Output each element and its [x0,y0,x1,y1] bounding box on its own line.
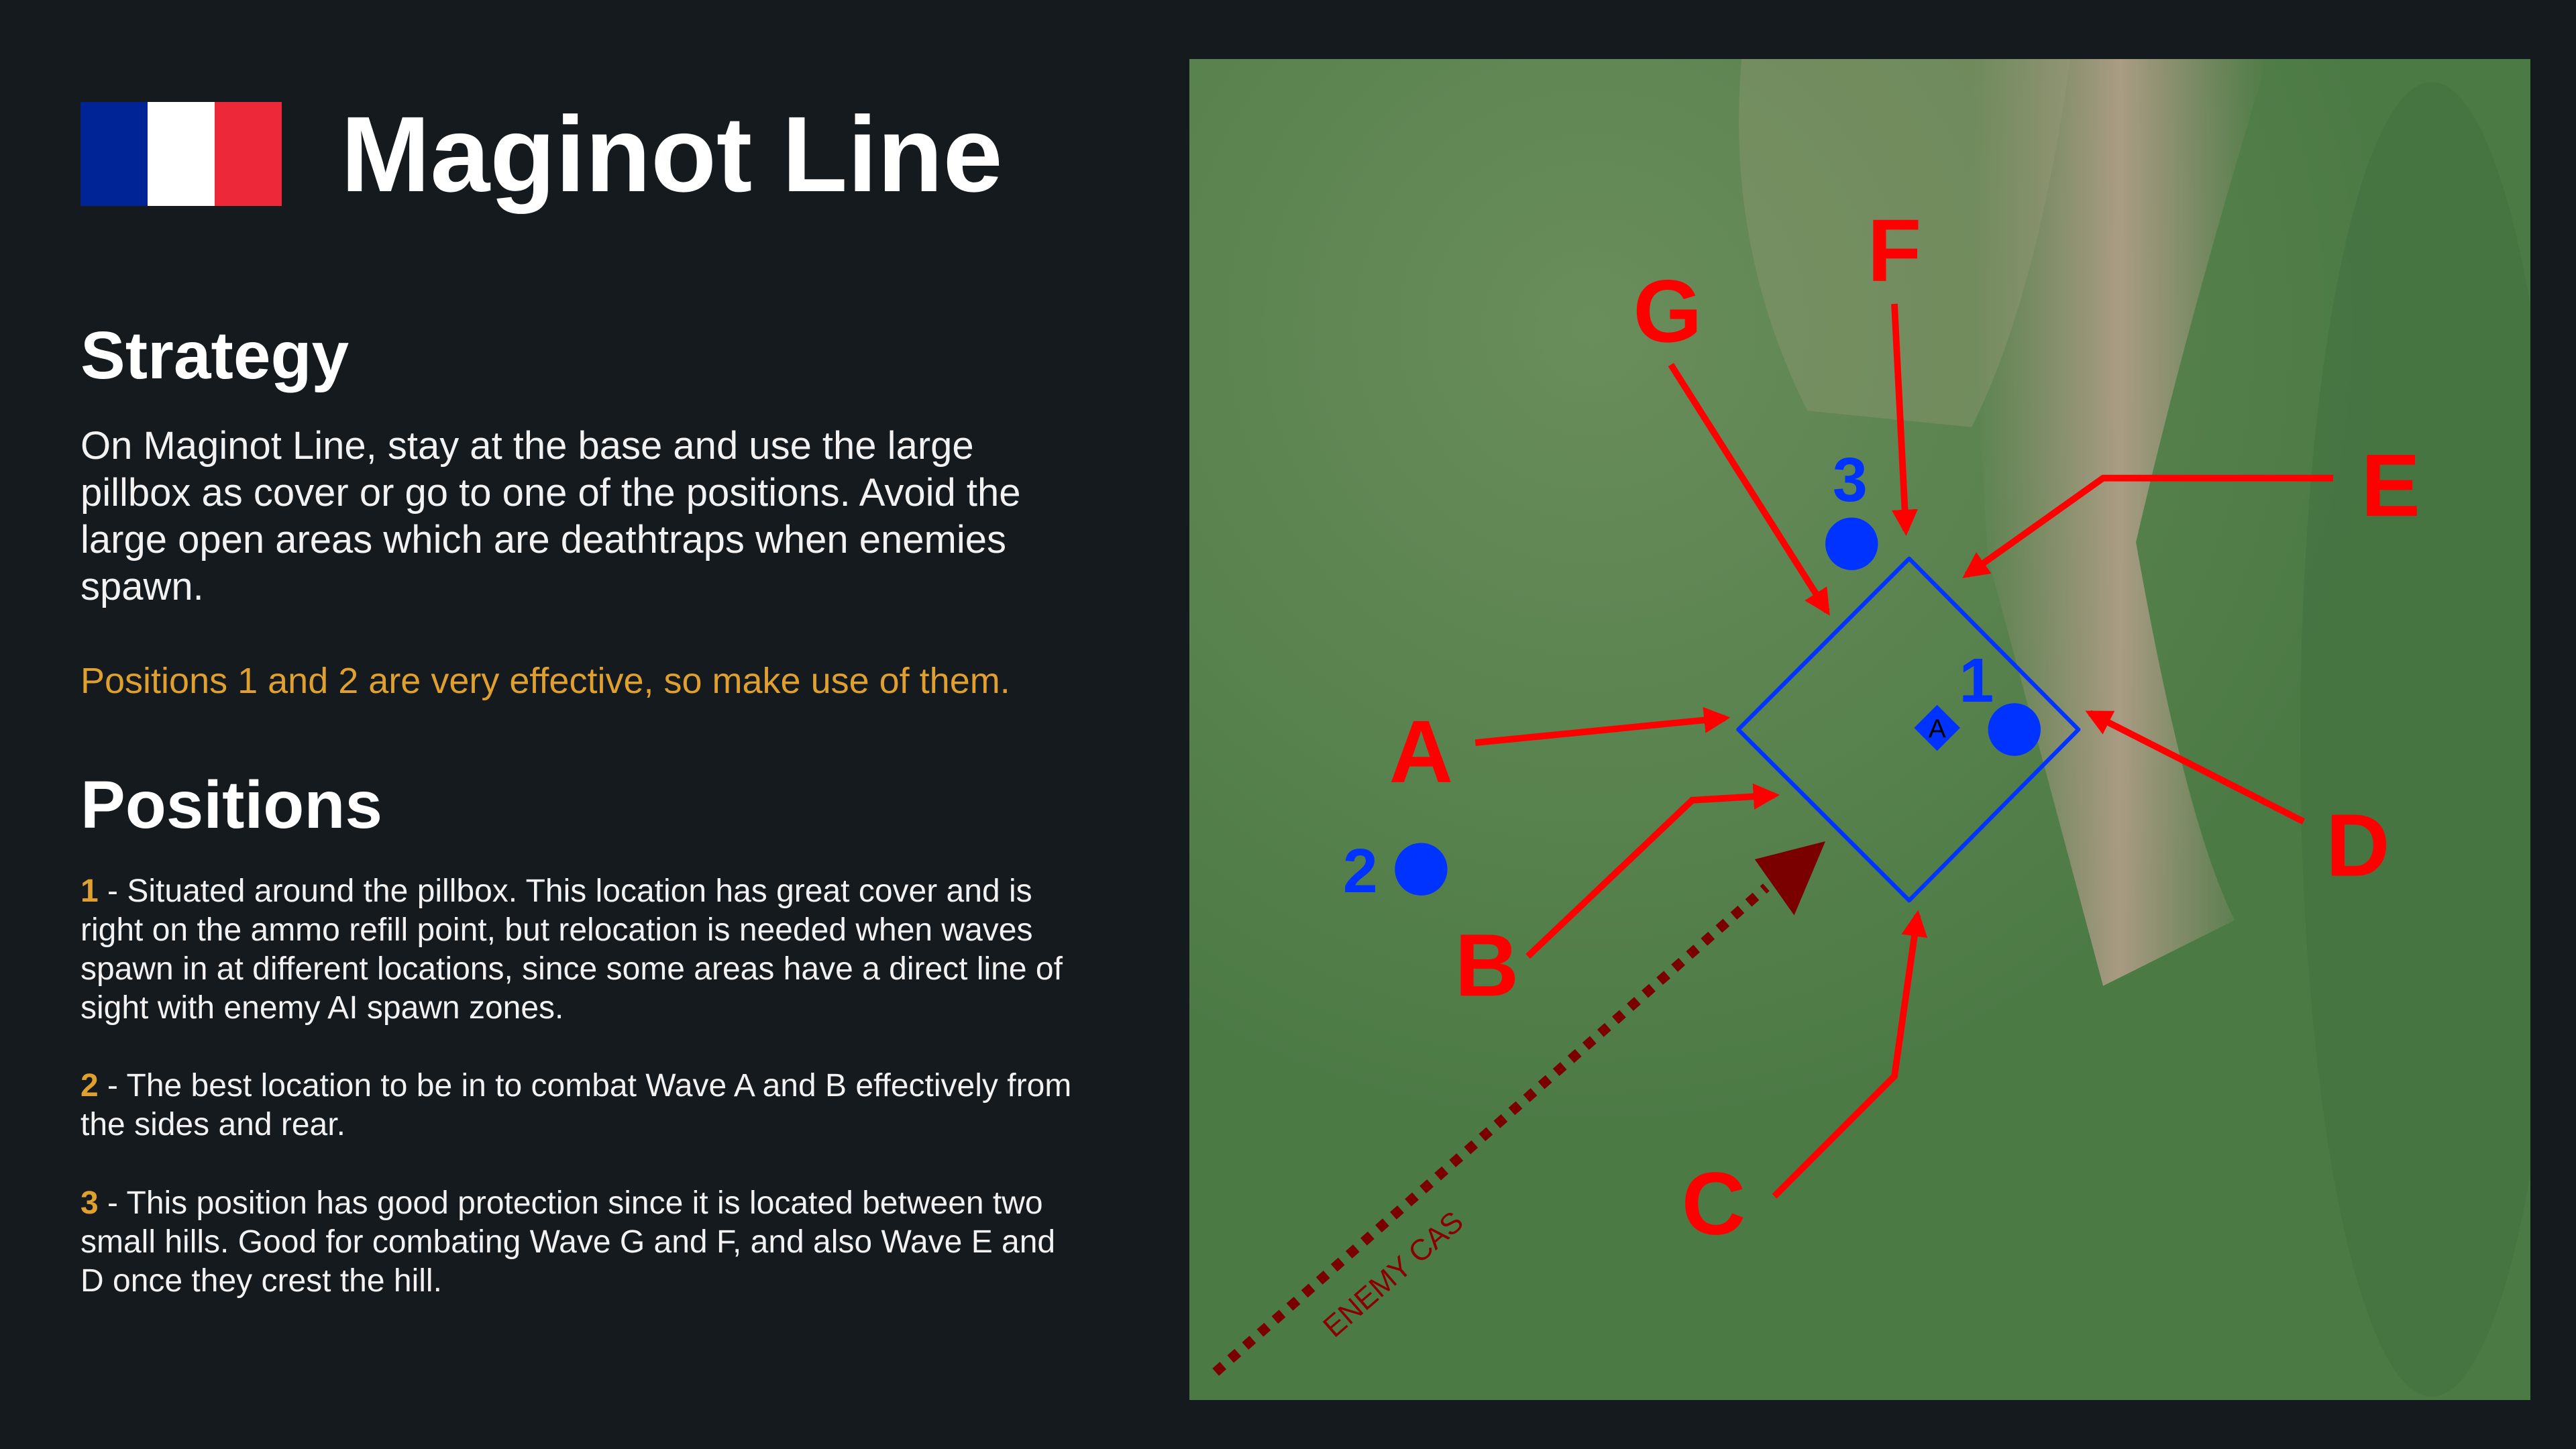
enemy-cas-arrowhead [1754,841,1826,916]
wave-a-arrow [1474,706,1731,746]
wave-d-label: D [2326,796,2390,896]
capture-zone: A [1736,556,2081,903]
flag-red-stripe [215,102,282,206]
strategy-highlight: Positions 1 and 2 are very effective, so… [80,661,1010,701]
wave-d-arrow [2085,710,2306,825]
wave-e-label: E [2361,436,2420,535]
position-3-marker [1825,517,1878,570]
position-text: - The best location to be in to combat W… [80,1068,1072,1142]
position-number: 1 [80,873,99,909]
position-item-3: 3 - This position has good protection si… [80,1184,1087,1301]
wave-arrows [1474,303,2334,1199]
strategy-heading: Strategy [80,318,350,393]
wave-f-arrow [1891,303,1919,536]
positions-markers: 1 2 3 [1343,445,2041,906]
position-text: - Situated around the pillbox. This loca… [80,873,1063,1026]
wave-c-label: C [1682,1155,1746,1254]
position-1-label: 1 [1960,645,1994,715]
strategy-text: On Maginot Line, stay at the base and us… [80,424,1021,608]
france-flag [80,102,282,206]
wave-b-arrow [1525,783,1780,959]
capture-point-marker [1914,704,1960,751]
position-text: - This position has good protection sinc… [80,1185,1056,1299]
wave-g-label: G [1633,262,1702,361]
position-1-marker [1988,703,2041,756]
position-3-label: 3 [1833,445,1868,515]
wave-c-arrow [1772,910,1928,1199]
position-2-marker [1395,843,1448,896]
flag-blue-stripe [80,102,148,206]
position-number: 3 [80,1185,99,1221]
capture-point-label: A [1929,715,1947,744]
wave-b-label: B [1455,916,1519,1015]
wave-a-label: A [1389,702,1454,802]
position-item-2: 2 - The best location to be in to combat… [80,1067,1087,1144]
position-item-1: 1 - Situated around the pillbox. This lo… [80,872,1087,1028]
tactical-map: A 1 2 3 A B C D E F G ENEMY CAS [1189,59,2530,1400]
wave-e-arrow [1962,474,2334,578]
flag-white-stripe [148,102,215,206]
position-number: 2 [80,1068,99,1104]
position-2-label: 2 [1343,836,1378,906]
wave-labels: A B C D E F G [1389,201,2420,1254]
page-title: Maginot Line [341,94,1003,214]
wave-g-arrow [1668,363,1830,616]
wave-f-label: F [1868,201,1922,301]
positions-heading: Positions [80,767,383,843]
